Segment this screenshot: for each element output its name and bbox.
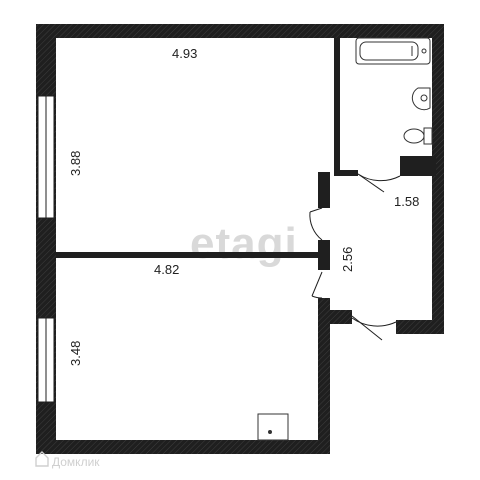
dim-hall-width: 1.58 <box>394 194 419 209</box>
dim-room2-width: 4.82 <box>154 262 179 277</box>
stove-icon <box>257 413 289 441</box>
dim-hall-length: 2.56 <box>340 247 355 272</box>
wall-top <box>36 24 442 38</box>
wall-hall-left-mid <box>318 240 330 270</box>
interior-walls <box>56 38 436 270</box>
wall-bottom <box>36 440 328 454</box>
wall-rooms-partition <box>56 252 322 258</box>
watermark-text: etagi <box>190 219 298 268</box>
brand-text: Домклик <box>52 455 100 469</box>
doors <box>309 173 401 341</box>
windows <box>37 95 55 403</box>
bathtub-icon <box>355 37 431 65</box>
wall-right-upper <box>432 24 444 334</box>
brand-logo: Домклик <box>35 451 100 469</box>
wall-hall-bottom <box>396 320 444 334</box>
toilet-icon <box>403 127 433 145</box>
wall-hall-left-top <box>318 172 330 208</box>
dim-room1-height: 3.88 <box>68 151 83 176</box>
dim-room1-width: 4.93 <box>172 46 197 61</box>
wall-bath-bottom-thin <box>334 170 358 176</box>
sink-icon <box>411 87 431 111</box>
wall-bath-bottom <box>400 156 436 176</box>
wall-bath-left <box>334 38 340 172</box>
wall-right-lower <box>318 298 330 454</box>
wall-hall-bottom-left <box>328 310 352 324</box>
house-icon <box>35 451 49 467</box>
dim-room2-height: 3.48 <box>68 341 83 366</box>
